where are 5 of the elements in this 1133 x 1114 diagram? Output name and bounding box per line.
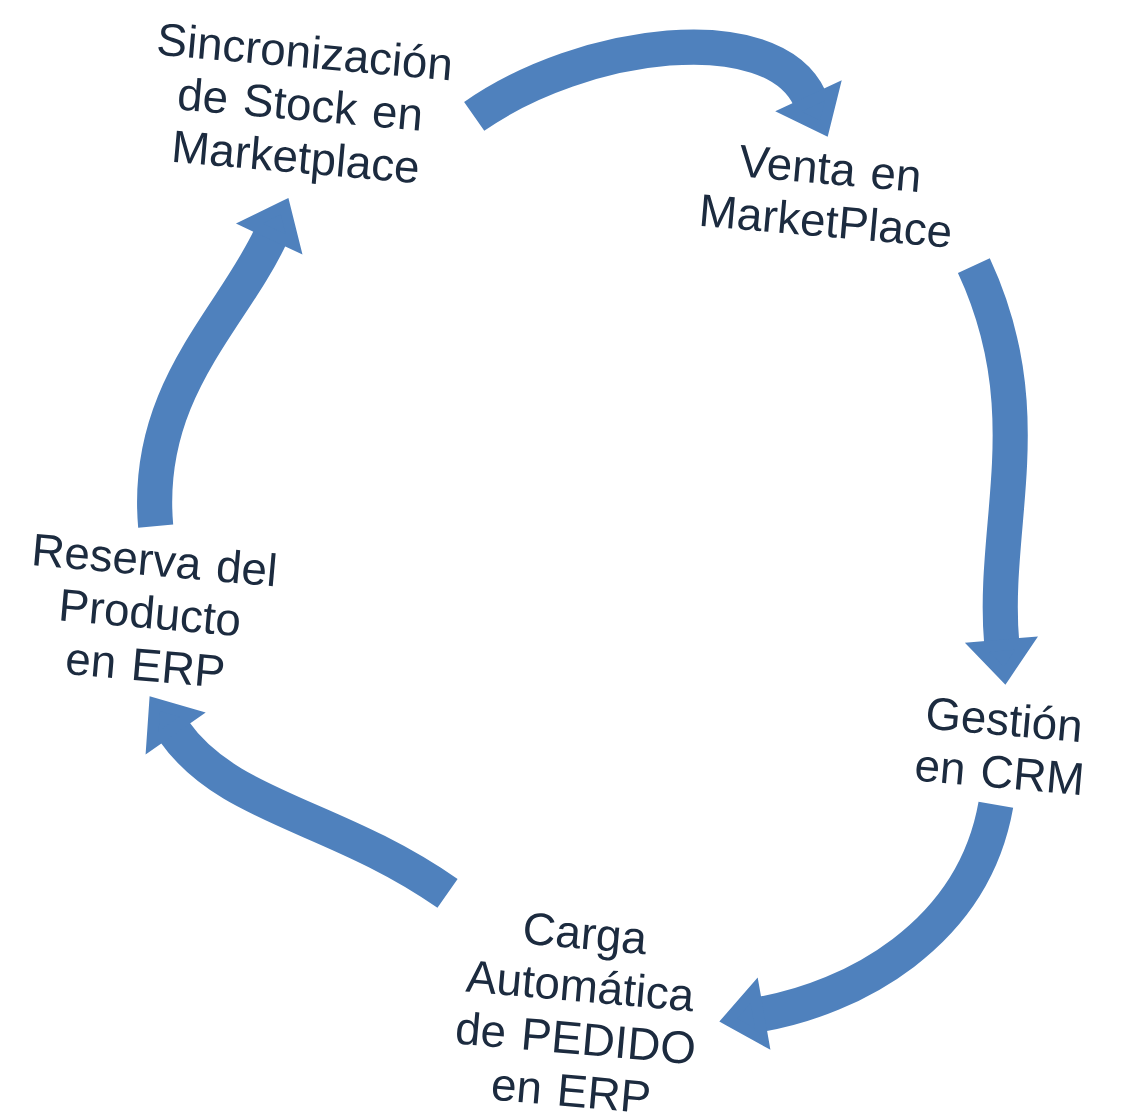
step-label: Sincronización de Stock en Marketplace — [158, 24, 450, 184]
step-label: Reserva del Producto en ERP — [34, 534, 276, 686]
step-label: Gestión en CRM — [916, 698, 1082, 795]
step-label: Venta en MarketPlace — [701, 144, 950, 248]
step-label: Carga Automática de PEDIDO en ERP — [457, 913, 694, 1112]
